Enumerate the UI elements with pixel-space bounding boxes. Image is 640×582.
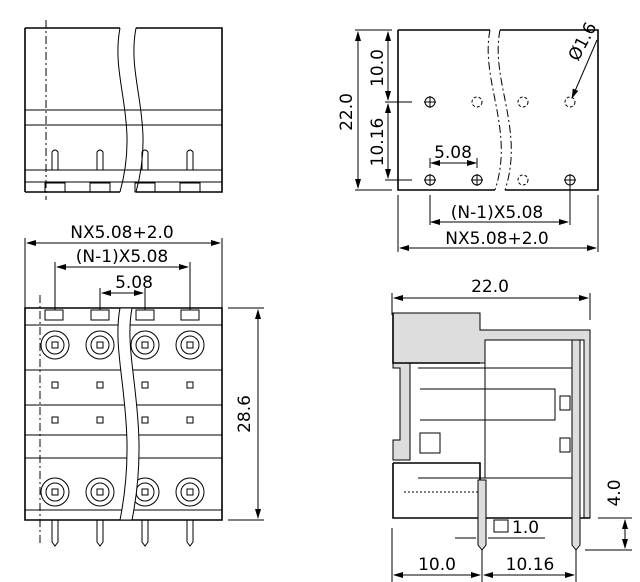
side-dim-pin-size: 1.0	[512, 518, 539, 538]
dim-row-offset: 10.0	[368, 49, 388, 87]
front-dim-total-span: NX5.08+2.0	[70, 223, 174, 243]
top-view	[24, 20, 223, 200]
dim-pitch: 5.08	[434, 143, 472, 163]
dim-row-pitch: 10.16	[368, 118, 388, 167]
side-dim-front-offset: 10.0	[418, 555, 456, 575]
front-view: NX5.08+2.0 (N-1)X5.08 5.08 28.6	[24, 223, 264, 547]
dim-total-span: NX5.08+2.0	[445, 229, 549, 249]
side-view: 22.0 4.0 1.0 10.0 10.16	[391, 277, 632, 582]
side-dim-width: 22.0	[471, 277, 509, 297]
side-dim-pin-length: 4.0	[605, 479, 625, 506]
dim-pin-span: (N-1)X5.08	[451, 203, 543, 223]
front-dim-pitch: 5.08	[115, 273, 153, 293]
dim-height-total: 22.0	[337, 93, 357, 131]
side-dim-row-pitch: 10.16	[506, 555, 555, 575]
front-dim-pin-span: (N-1)X5.08	[76, 247, 168, 267]
screw-terminals	[40, 309, 205, 547]
pcb-holes	[424, 96, 576, 186]
pcb-layout-view: 22.0 10.0 10.16 Ø1.6 5.08 (N-1)X5.08 NX5…	[337, 19, 601, 252]
front-dim-height: 28.6	[235, 395, 255, 433]
